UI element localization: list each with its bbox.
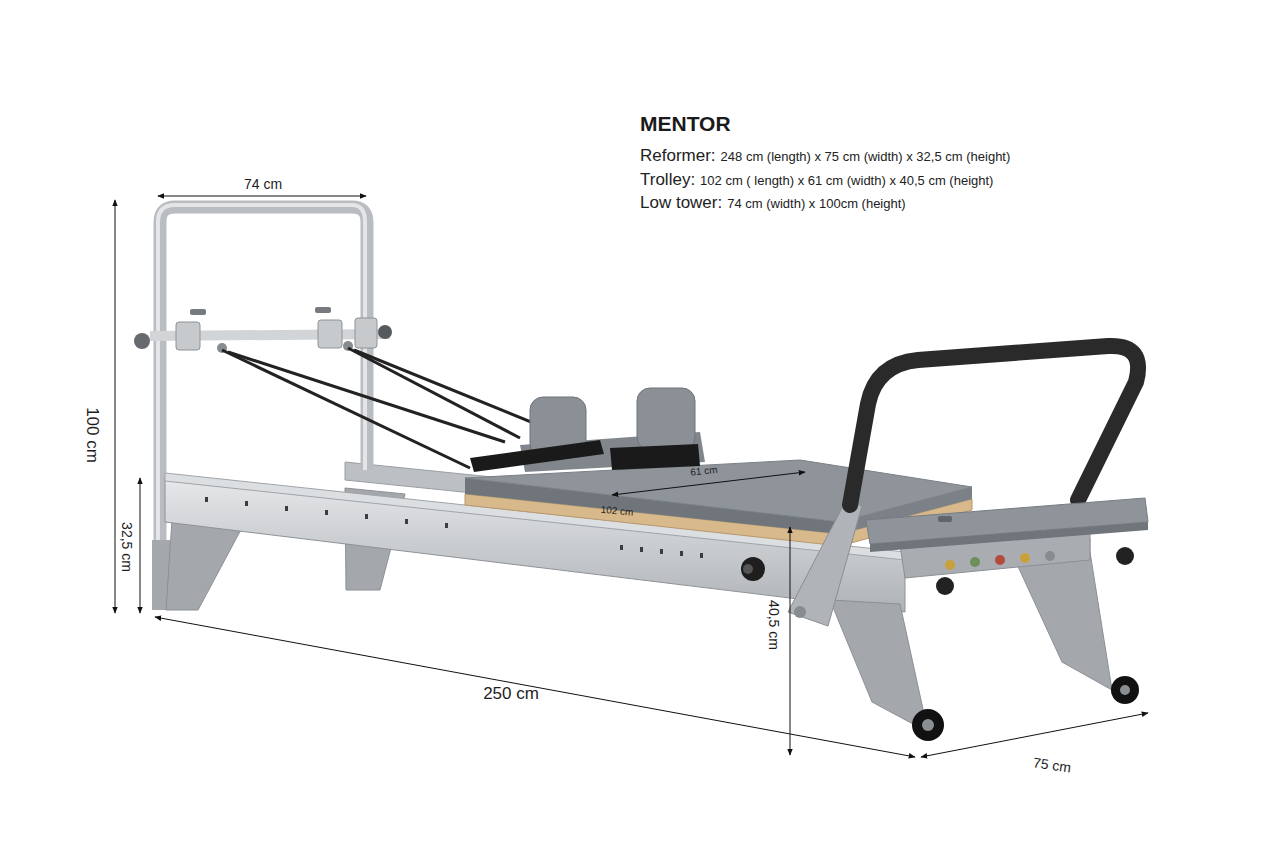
rail-hole [700,553,703,558]
footbar-end [788,346,1148,626]
low-tower [134,205,392,610]
rail-hole [680,551,683,556]
spec-name: Reformer: [640,146,716,166]
frame-knob [936,577,954,595]
product-title: MENTOR [640,112,731,136]
spec-line: Reformer: 248 cm (length) x 75 cm (width)… [640,146,1010,166]
rail-hole [620,545,623,550]
rail-hole [285,506,288,511]
dimension-line [790,527,791,755]
spec-value: 74 cm (width) x 100cm (height) [727,196,905,211]
rail-knob-cap [743,564,753,574]
footbar-bracket [788,500,862,626]
spring-hook [1020,553,1030,563]
dimension-line [140,478,141,613]
spec-value: 102 cm ( length) x 61 cm (width) x 40,5 … [700,173,993,188]
rail-hole [445,523,448,528]
rail-holes [205,497,703,558]
seat-handle [938,516,952,522]
dimension-line [155,617,915,757]
dimension-lines [115,196,1148,757]
seat-side [870,522,1148,552]
spec-line: Low tower: 74 cm (width) x 100cm (height) [640,193,906,213]
spring-hook [995,555,1005,565]
rail-hole [660,549,663,554]
spring-hook [1045,551,1055,561]
rail-hole [365,514,368,519]
cable [228,352,505,442]
spec-name: Low tower: [640,193,722,213]
dimension-label: 75 cm [1032,754,1072,775]
cable [222,350,470,468]
rail-hole [405,519,408,524]
tower-knob [378,325,392,339]
strap [610,444,700,470]
rail-hole [325,510,328,515]
strap [470,440,604,472]
footbar [850,346,1138,505]
dimension-label: 250 cm [483,684,539,704]
rail-hole [640,547,643,552]
dimension-label: 100 cm [82,407,102,463]
spec-line: Trolley: 102 cm ( length) x 61 cm (width)… [640,170,993,190]
tower-knob [315,307,331,313]
wheel [912,709,944,741]
tower-clamp [355,318,377,348]
dimension-line [115,200,116,613]
tower-clamp [176,322,200,350]
spec-name: Trolley: [640,170,695,190]
wheel-hub [1120,685,1130,695]
frame-leg [166,520,244,610]
tower-clamp [318,320,342,348]
dimension-line [921,713,1148,757]
tower-knob [190,309,206,315]
rail-hole [245,501,248,506]
wheel [1111,676,1139,704]
wheel-hub [922,719,934,731]
tower-knob [134,333,150,349]
rail-hole [205,497,208,502]
shoulder-rest [637,388,695,450]
spring-hook [970,557,980,567]
frame-knob [1116,547,1134,565]
dimension-label: 32,5 cm [119,522,135,572]
frame-leg [1015,552,1112,690]
rail-knob [741,557,765,581]
dimension-line [158,196,366,197]
dimension-label: 40,5 cm [766,600,782,650]
footbar-pivot [794,606,806,618]
spec-value: 248 cm (length) x 75 cm (width) x 32,5 c… [721,149,1011,164]
frame-leg [830,600,928,732]
dimension-label: 74 cm [244,176,282,192]
spring-hook [945,560,955,570]
springs [945,551,1055,570]
cable [348,348,520,438]
